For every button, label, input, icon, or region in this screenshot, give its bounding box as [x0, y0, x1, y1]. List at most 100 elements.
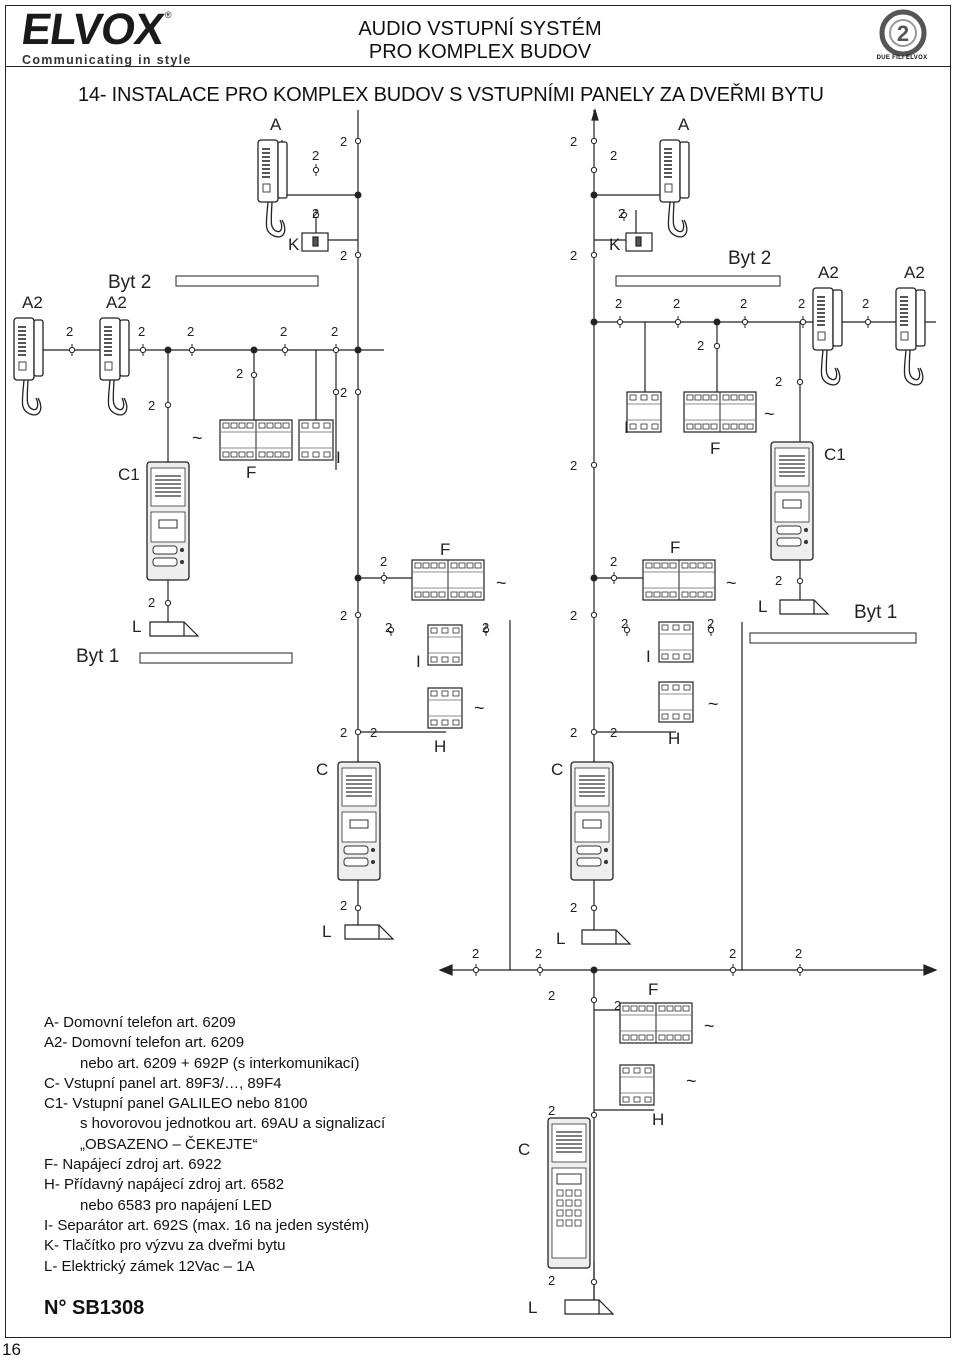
- psu-f-bottom: [619, 1002, 693, 1044]
- document-code: N° SB1308: [44, 1297, 145, 1319]
- logo-registered-mark: ®: [164, 10, 172, 20]
- panel-c-keypad-bottom: [547, 1117, 591, 1269]
- svg-text:2: 2: [610, 554, 617, 569]
- svg-text:F: F: [710, 439, 720, 458]
- section-title: 14- INSTALACE PRO KOMPLEX BUDOV S VSTUPN…: [78, 84, 824, 106]
- svg-text:K: K: [288, 235, 300, 254]
- psu-f-right-mid: [642, 559, 716, 601]
- svg-text:H: H: [652, 1110, 664, 1129]
- svg-text:A2: A2: [904, 263, 925, 282]
- svg-text:Byt 2: Byt 2: [728, 248, 771, 269]
- svg-text:2: 2: [312, 148, 319, 163]
- svg-text:L: L: [758, 597, 767, 616]
- svg-text:2: 2: [148, 398, 155, 413]
- document-title-line2: PRO KOMPLEX BUDOV: [368, 41, 592, 63]
- svg-text:2: 2: [148, 595, 155, 610]
- legend-item: H- Přídavný napájecí zdroj art. 6582: [44, 1176, 285, 1194]
- svg-text:C1: C1: [118, 465, 140, 484]
- svg-text:2: 2: [795, 946, 802, 961]
- svg-text:2: 2: [570, 725, 577, 740]
- panel-c1-left: [146, 461, 190, 581]
- legend-item: C1- Vstupní panel GALILEO nebo 8100: [44, 1095, 308, 1113]
- phone-a-byt2: [257, 139, 288, 238]
- separator-i-left-upper: [298, 419, 334, 461]
- svg-text:2: 2: [312, 206, 319, 221]
- call-button-k-left: [301, 232, 329, 252]
- header-divider: [5, 66, 951, 67]
- legend-item: C- Vstupní panel art. 89F3/…, 89F4: [44, 1074, 282, 1092]
- svg-text:~: ~: [764, 404, 775, 424]
- svg-text:2: 2: [340, 725, 347, 740]
- svg-text:2: 2: [775, 573, 782, 588]
- svg-text:2: 2: [610, 148, 617, 163]
- svg-text:A2: A2: [818, 263, 839, 282]
- svg-text:2: 2: [385, 620, 392, 635]
- svg-text:2: 2: [548, 1273, 555, 1288]
- svg-text:2: 2: [570, 248, 577, 263]
- svg-text:2: 2: [740, 296, 747, 311]
- svg-text:2: 2: [280, 324, 287, 339]
- svg-text:2: 2: [187, 324, 194, 339]
- panel-c-left: [337, 761, 381, 881]
- svg-text:2: 2: [621, 616, 628, 631]
- ac-symbols: ~ ~ ~ ~ ~ ~ ~ ~: [192, 404, 775, 1091]
- mail-box-slot-4: [749, 632, 917, 644]
- badge-caption: DUE FILI ELVOX: [876, 55, 928, 61]
- svg-text:2: 2: [570, 458, 577, 473]
- svg-text:L: L: [556, 929, 565, 948]
- svg-text:2: 2: [535, 946, 542, 961]
- svg-text:2: 2: [673, 296, 680, 311]
- page-number: 16: [2, 1340, 21, 1359]
- svg-text:L: L: [132, 617, 141, 636]
- legend-item: K- Tlačítko pro výzvu za dveřmi bytu: [44, 1237, 286, 1255]
- separator-i-left-mid: [427, 624, 463, 666]
- lock-l-left-upper: [149, 621, 199, 637]
- svg-text:Byt 1: Byt 1: [854, 602, 897, 623]
- svg-text:Byt 1: Byt 1: [76, 646, 119, 667]
- legend-item: L- Elektrický zámek 12Vac – 1A: [44, 1257, 255, 1275]
- logo-tagline: Communicating in style: [22, 53, 192, 67]
- svg-text:2: 2: [340, 898, 347, 913]
- svg-text:2: 2: [707, 616, 714, 631]
- svg-text:I: I: [416, 652, 421, 671]
- svg-text:C1: C1: [824, 445, 846, 464]
- svg-text:2: 2: [614, 998, 621, 1013]
- panel-c1-right: [770, 441, 814, 561]
- svg-text:2: 2: [570, 608, 577, 623]
- legend-item: s hovorovou jednotkou art. 69AU a signal…: [80, 1115, 386, 1133]
- svg-text:C: C: [316, 760, 328, 779]
- svg-text:2: 2: [615, 296, 622, 311]
- elvox-logo: ELVOX® Communicating in style: [19, 5, 192, 67]
- svg-text:2: 2: [340, 385, 347, 400]
- svg-text:~: ~: [496, 573, 507, 593]
- svg-text:L: L: [528, 1298, 537, 1317]
- svg-text:A2: A2: [106, 293, 127, 312]
- document-title-line1: AUDIO VSTUPNÍ SYSTÉM: [358, 18, 602, 40]
- svg-text:C: C: [551, 760, 563, 779]
- svg-text:2: 2: [66, 324, 73, 339]
- svg-text:2: 2: [618, 206, 625, 221]
- svg-text:F: F: [670, 538, 680, 557]
- svg-text:L: L: [322, 922, 331, 941]
- svg-text:2: 2: [897, 21, 909, 46]
- svg-text:2: 2: [340, 248, 347, 263]
- svg-text:K: K: [609, 235, 621, 254]
- svg-text:I: I: [646, 647, 651, 666]
- svg-text:C: C: [518, 1140, 530, 1159]
- svg-text:Byt 2: Byt 2: [108, 272, 151, 293]
- svg-text:2: 2: [380, 554, 387, 569]
- svg-text:2: 2: [472, 946, 479, 961]
- svg-text:~: ~: [704, 1016, 715, 1036]
- psu-f-right-upper: [683, 391, 757, 433]
- panel-c-right: [570, 761, 614, 881]
- mail-box-slot-2: [615, 275, 781, 287]
- svg-text:I: I: [336, 448, 341, 467]
- psu-h-left: [427, 687, 463, 729]
- psu-f-left-upper: [219, 419, 293, 461]
- svg-text:F: F: [246, 463, 256, 482]
- lock-l-left-lower: [344, 924, 394, 940]
- svg-text:~: ~: [708, 694, 719, 714]
- call-button-k-right: [625, 232, 653, 252]
